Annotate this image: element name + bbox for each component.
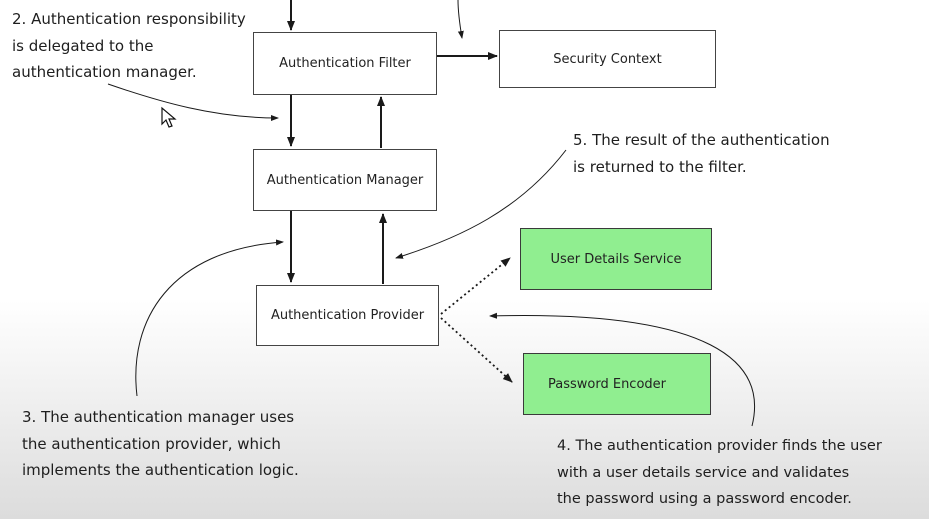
arrow-provider-to-user-details (440, 257, 511, 315)
callout-step3 (135, 239, 284, 397)
callout-step2 (107, 83, 279, 121)
callout-top (457, 0, 464, 39)
note-step4: 4. The authentication provider finds the… (557, 433, 882, 513)
security-context-label: Security Context (553, 51, 662, 67)
note-step3-line: the authentication provider, which (22, 434, 281, 453)
note-step5: 5. The result of the authentication is r… (573, 127, 830, 180)
password-encoder-label: Password Encoder (548, 376, 667, 392)
authentication-manager-label: Authentication Manager (266, 172, 424, 188)
user-details-service-label: User Details Service (550, 251, 682, 267)
authentication-provider-box: Authentication Provider (256, 285, 439, 346)
callout-step4 (489, 312, 756, 427)
user-details-service-box: User Details Service (520, 228, 712, 290)
note-step4-line: the password using a password encoder. (557, 491, 852, 507)
mouse-cursor-icon (161, 106, 177, 128)
authentication-manager-box: Authentication Manager (253, 149, 437, 211)
password-encoder-box: Password Encoder (523, 353, 711, 415)
note-step3: 3. The authentication manager uses the a… (22, 404, 299, 484)
note-step4-line: with a user details service and validate… (557, 464, 850, 481)
note-step4-line: 4. The authentication provider finds the… (557, 438, 882, 454)
authentication-filter-label: Authentication Filter (279, 56, 411, 71)
note-step3-line: 3. The authentication manager uses (22, 408, 295, 426)
arrow-provider-to-encoder (440, 317, 513, 383)
authentication-filter-box: Authentication Filter (253, 32, 437, 95)
note-step2: 2. Authentication responsibility is dele… (12, 6, 246, 86)
note-step5-line: is returned to the filter. (573, 157, 747, 176)
note-step3-line: implements the authentication logic. (22, 461, 299, 479)
note-step2-line: is delegated to the (12, 36, 154, 55)
callout-step5 (395, 149, 567, 259)
security-context-box: Security Context (499, 30, 716, 88)
note-step5-line: 5. The result of the authentication (573, 131, 830, 149)
note-step2-line: authentication manager. (12, 63, 197, 81)
note-step2-line: 2. Authentication responsibility (12, 10, 246, 28)
authentication-provider-label: Authentication Provider (270, 308, 425, 323)
